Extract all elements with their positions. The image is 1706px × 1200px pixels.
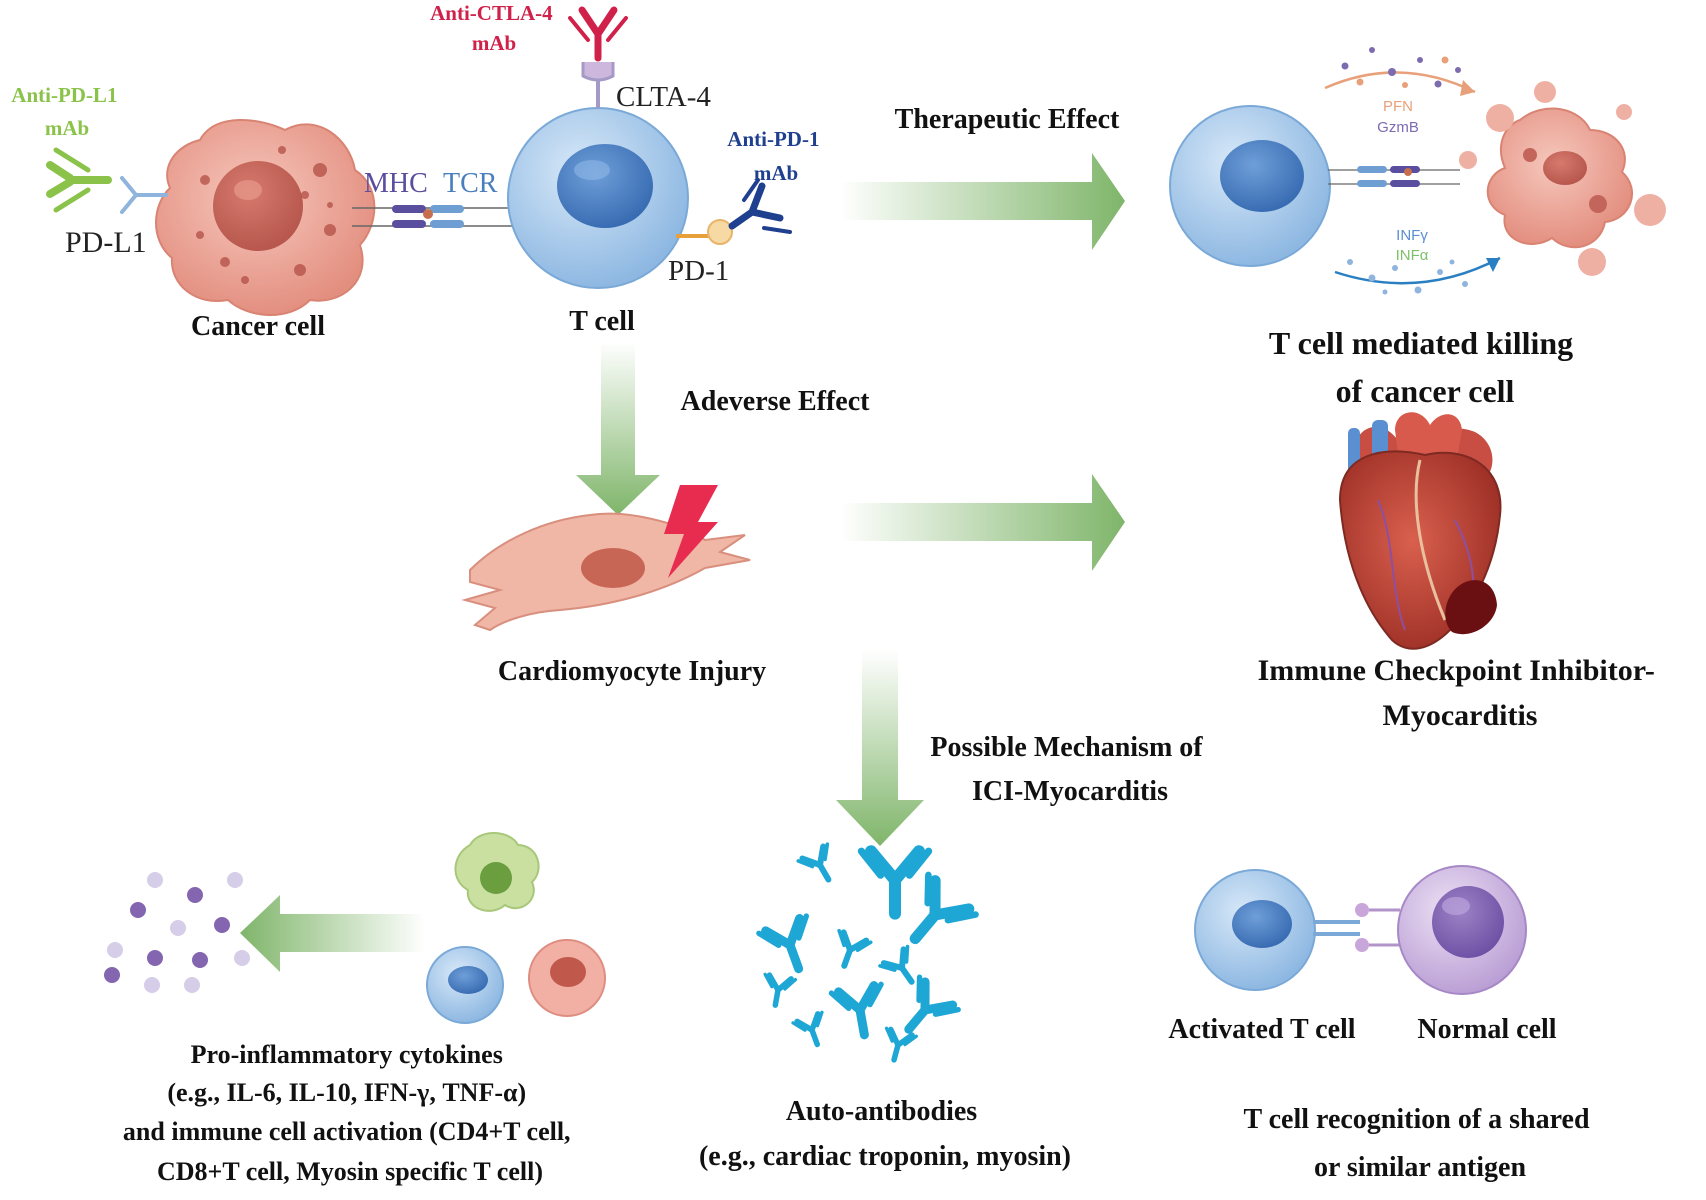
cardiomyocyte [461, 512, 751, 632]
anti-pd1-label: Anti-PD-1 mAb [727, 127, 824, 185]
cytokine-arrow [240, 895, 425, 972]
cytokine-stream-bottom [1334, 256, 1501, 295]
antigen-recognition-link [1313, 903, 1400, 952]
infg-label: INFγ [1396, 227, 1428, 244]
killer-t-cell [1169, 105, 1331, 267]
dying-cancer-cell [1459, 81, 1666, 276]
mechanism-arrow [836, 650, 924, 846]
anti-pd1-antibody [728, 178, 792, 234]
pfn-label: PFN [1383, 98, 1413, 115]
recognition-label: T cell recognition of a shared or simila… [1243, 1104, 1596, 1183]
anti-pdl1-label: Anti-PD-L1 mAb [11, 83, 122, 140]
ctla4-label: CLTA-4 [616, 81, 711, 113]
therapeutic-arrow [840, 153, 1125, 250]
immune-cell-cluster [426, 832, 606, 1024]
activated-t-cell-label: Activated T cell [1168, 1014, 1355, 1045]
anti-ctla4-label: Anti-CTLA-4 mAb [430, 1, 558, 55]
cancer-cell-label: Cancer cell [191, 311, 325, 342]
cytokines-label: Pro-inflammatory cytokines (e.g., IL-6, … [123, 1040, 577, 1186]
granule-stream-top [1324, 47, 1476, 96]
normal-cell [1397, 865, 1527, 995]
mhc-label: MHC [364, 168, 428, 199]
ctla4-receptor [581, 62, 615, 108]
normal-cell-label: Normal cell [1417, 1014, 1556, 1045]
infa-label: INFα [1396, 247, 1429, 264]
gzmb-label: GzmB [1377, 119, 1419, 136]
lightning-icon [664, 485, 718, 578]
pd1-receptor [676, 219, 733, 245]
myocarditis-label: Immune Checkpoint Inhibitor- Myocarditis [1258, 654, 1663, 732]
pd1-label: PD-1 [668, 255, 729, 287]
adverse-effect-label: Adeverse Effect [681, 386, 871, 417]
cancer-nucleus [213, 161, 303, 251]
autoantibodies-label: Auto-antibodies (e.g., cardiac troponin,… [699, 1096, 1071, 1172]
t-cell-nucleus [557, 144, 653, 228]
mechanism-label: Possible Mechanism of ICI-Myocarditis [930, 732, 1209, 807]
t-cell [507, 107, 689, 289]
pdl1-label: PD-L1 [65, 226, 147, 259]
tcr-label: TCR [443, 168, 498, 199]
therapeutic-effect-label: Therapeutic Effect [895, 104, 1120, 135]
myocarditis-arrow [840, 474, 1125, 571]
cardiomyocyte-injury-label: Cardiomyocyte Injury [498, 656, 766, 687]
killing-label: T cell mediated killing of cancer cell [1269, 325, 1581, 409]
adverse-arrow [576, 342, 660, 515]
anti-pdl1-antibody [46, 147, 112, 213]
t-cell-label: T cell [569, 306, 635, 337]
anti-ctla4-antibody [568, 6, 628, 62]
activated-t-cell [1194, 869, 1316, 991]
cancer-cell [155, 118, 376, 316]
autoantibodies [759, 844, 976, 1064]
pdl1-receptor [120, 176, 168, 214]
killer-synapse [1328, 166, 1460, 187]
heart-icon [1338, 412, 1502, 650]
cytokine-dots [104, 872, 250, 993]
mhc-tcr-complex [352, 205, 520, 228]
